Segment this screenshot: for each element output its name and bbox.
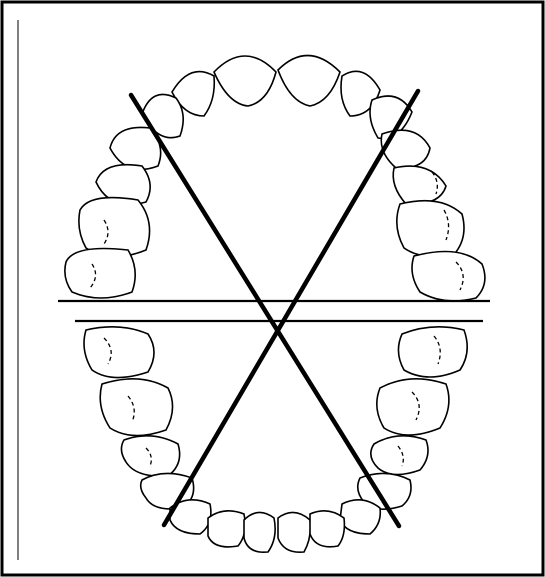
upper-first-molar-right	[397, 201, 464, 256]
lower-second-molar-left	[84, 327, 154, 378]
lower-lateral-incisor-right	[310, 511, 344, 547]
lower-central-incisor-left	[244, 512, 275, 552]
lower-second-molar-right	[398, 327, 467, 377]
lower-central-incisor-right	[278, 512, 310, 552]
upper-second-molar-left	[65, 249, 135, 299]
lower-first-molar-right	[377, 379, 449, 435]
upper-second-molar-right	[412, 252, 485, 301]
lower-first-molar-left	[100, 379, 172, 436]
lower-premolar-2-right	[371, 436, 428, 475]
upper-first-molar-left	[79, 198, 150, 257]
lower-lateral-incisor-left	[208, 511, 245, 547]
